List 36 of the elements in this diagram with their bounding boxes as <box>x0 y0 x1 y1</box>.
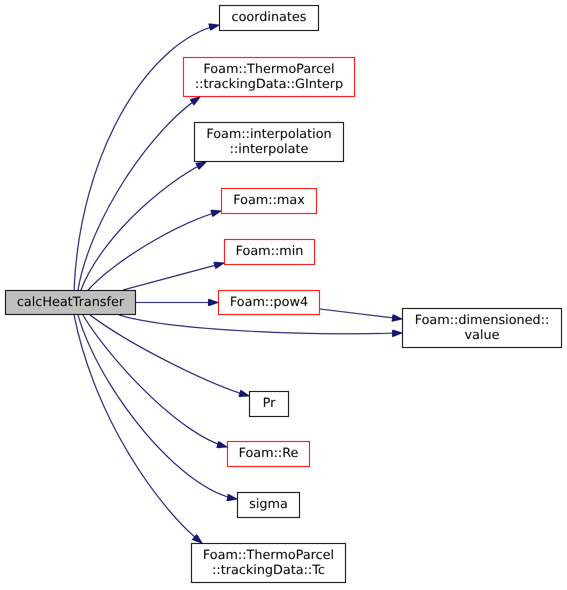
arrow <box>77 314 238 500</box>
function-box <box>221 188 317 214</box>
function-name: calcHeatTransfer <box>16 294 124 310</box>
function-name: Foam::pow4 <box>230 294 308 310</box>
function-box <box>183 57 355 97</box>
function-name: Foam::ThermoParcel ::trackingData::Tc <box>202 548 336 578</box>
function-name: coordinates <box>232 10 306 26</box>
arrow <box>122 262 224 291</box>
arrow <box>320 308 402 322</box>
function-name: Foam::ThermoParcel ::trackingData::GInterp <box>194 62 344 92</box>
arrow <box>77 96 201 290</box>
function-name: Foam::min <box>236 244 304 260</box>
arrow <box>80 162 206 290</box>
function-box <box>227 441 310 467</box>
function-box <box>194 122 344 162</box>
arrow <box>74 314 202 544</box>
function-box <box>237 492 300 518</box>
function-name: Foam::dimensioned:: value <box>414 312 550 344</box>
arrow <box>118 314 402 338</box>
arrow <box>136 298 218 306</box>
arrow <box>73 24 220 290</box>
function-name: Foam::max <box>233 193 305 209</box>
function-name: Pr <box>262 396 276 412</box>
function-box <box>224 239 315 265</box>
function-box <box>249 391 289 417</box>
function-box <box>219 5 319 31</box>
function-name: Foam::interpolation ::interpolate <box>205 126 333 158</box>
arrow <box>82 314 228 448</box>
function-box <box>191 543 346 583</box>
function-name: Foam::Re <box>238 446 298 462</box>
arrow <box>88 210 222 290</box>
function-box <box>402 308 562 348</box>
function-box <box>218 290 320 315</box>
highlighted-function-box <box>5 290 136 315</box>
arrow <box>90 314 250 397</box>
function-name: sigma <box>249 497 288 513</box>
